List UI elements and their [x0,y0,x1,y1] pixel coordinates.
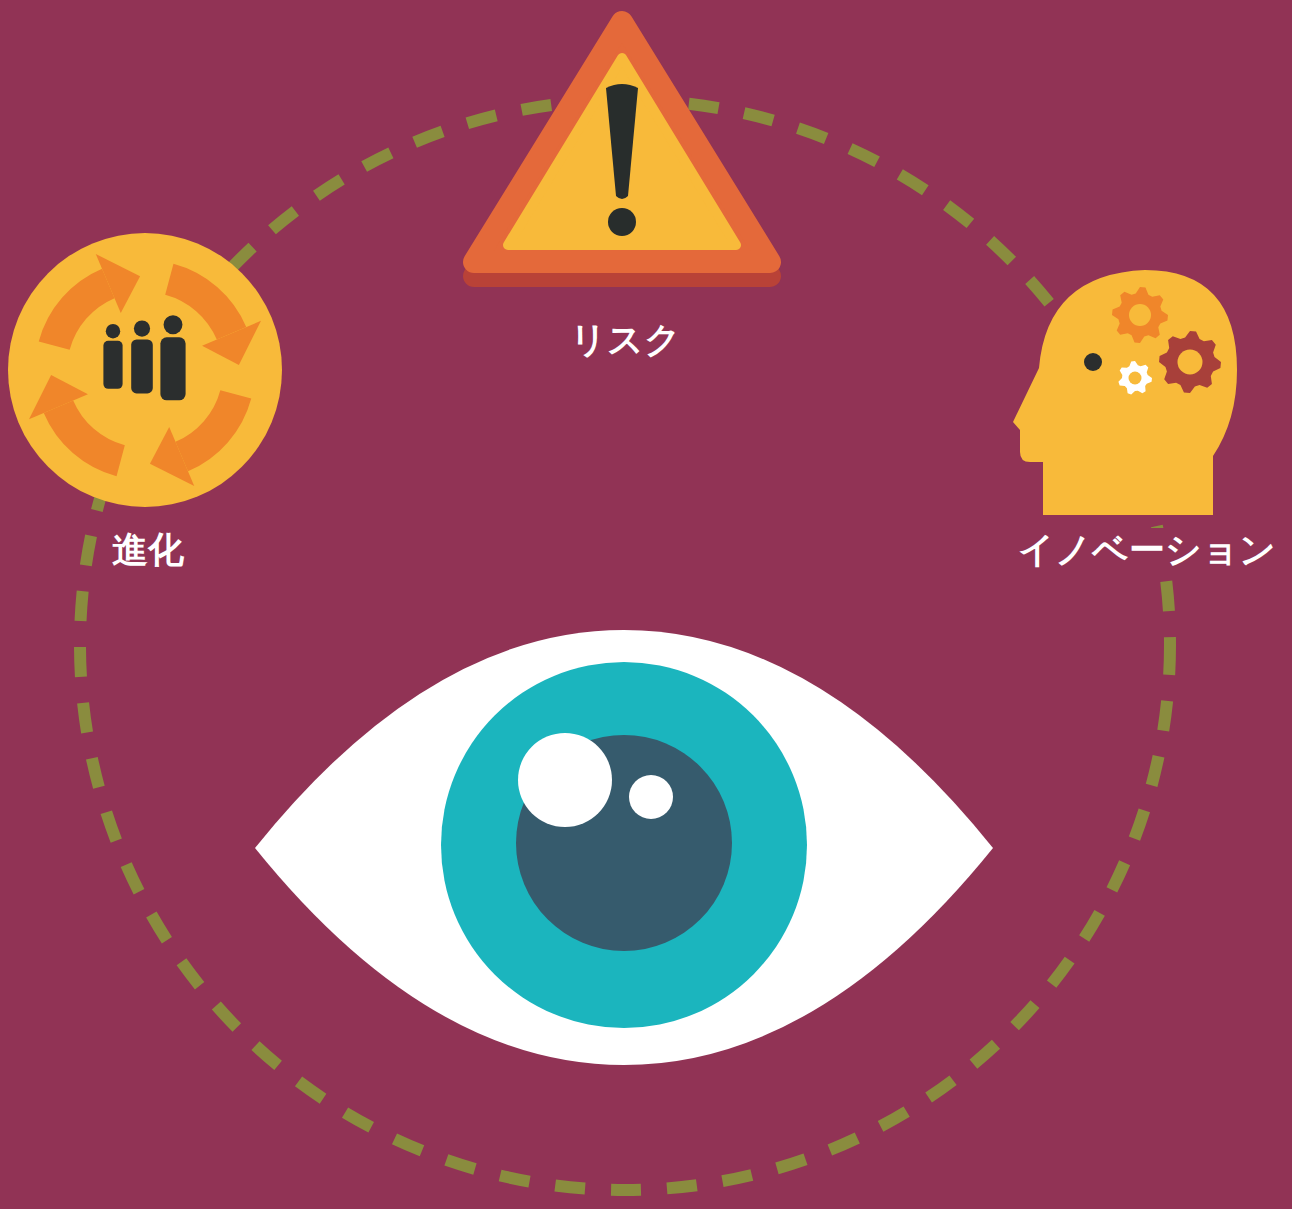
node-label: イノベーション [1012,528,1282,572]
head-eye [1084,353,1102,371]
cycle-node: 進化 [5,230,290,575]
person-icon [131,321,153,394]
warning-fill [508,58,736,245]
gear-hole [1178,350,1203,375]
cycle-arrowhead [96,254,140,313]
gear-icon [1112,287,1168,343]
cycle-disc [8,233,282,507]
cycle-arrow [39,269,115,350]
eye-white [255,630,993,1065]
eye-highlight [629,775,673,819]
warning-shadow [474,36,770,276]
label-holder: リスク [460,318,790,362]
cycle-arrow [175,390,251,471]
eye-illustration [255,630,993,1065]
cycle-arrowhead [29,375,88,419]
cycle-arrows [29,254,261,486]
exclamation-dot [608,208,636,236]
gear-hole [1129,372,1142,385]
exclamation-bar [606,84,638,199]
label-holder: 進化 [5,528,290,572]
warning-border [474,22,770,262]
gear-icon [1159,331,1221,393]
icon-art [5,230,290,575]
person-icon [103,324,122,389]
node-label: 進化 [106,528,190,572]
eye-highlight [518,733,612,827]
cycle-arrowhead [202,321,261,365]
cycle-arrowhead [150,427,194,486]
iris [441,662,807,1028]
node-label: リスク [564,318,687,362]
gear-hole [1129,304,1151,326]
gear-icon [1118,361,1152,395]
icon-art [460,0,790,370]
head-silhouette [1013,270,1237,515]
warning-node: リスク [460,0,790,370]
label-holder: イノベーション [1005,528,1289,572]
head-node: イノベーション [1005,260,1289,580]
cycle-arrow [44,400,125,476]
person-icon [160,315,185,400]
